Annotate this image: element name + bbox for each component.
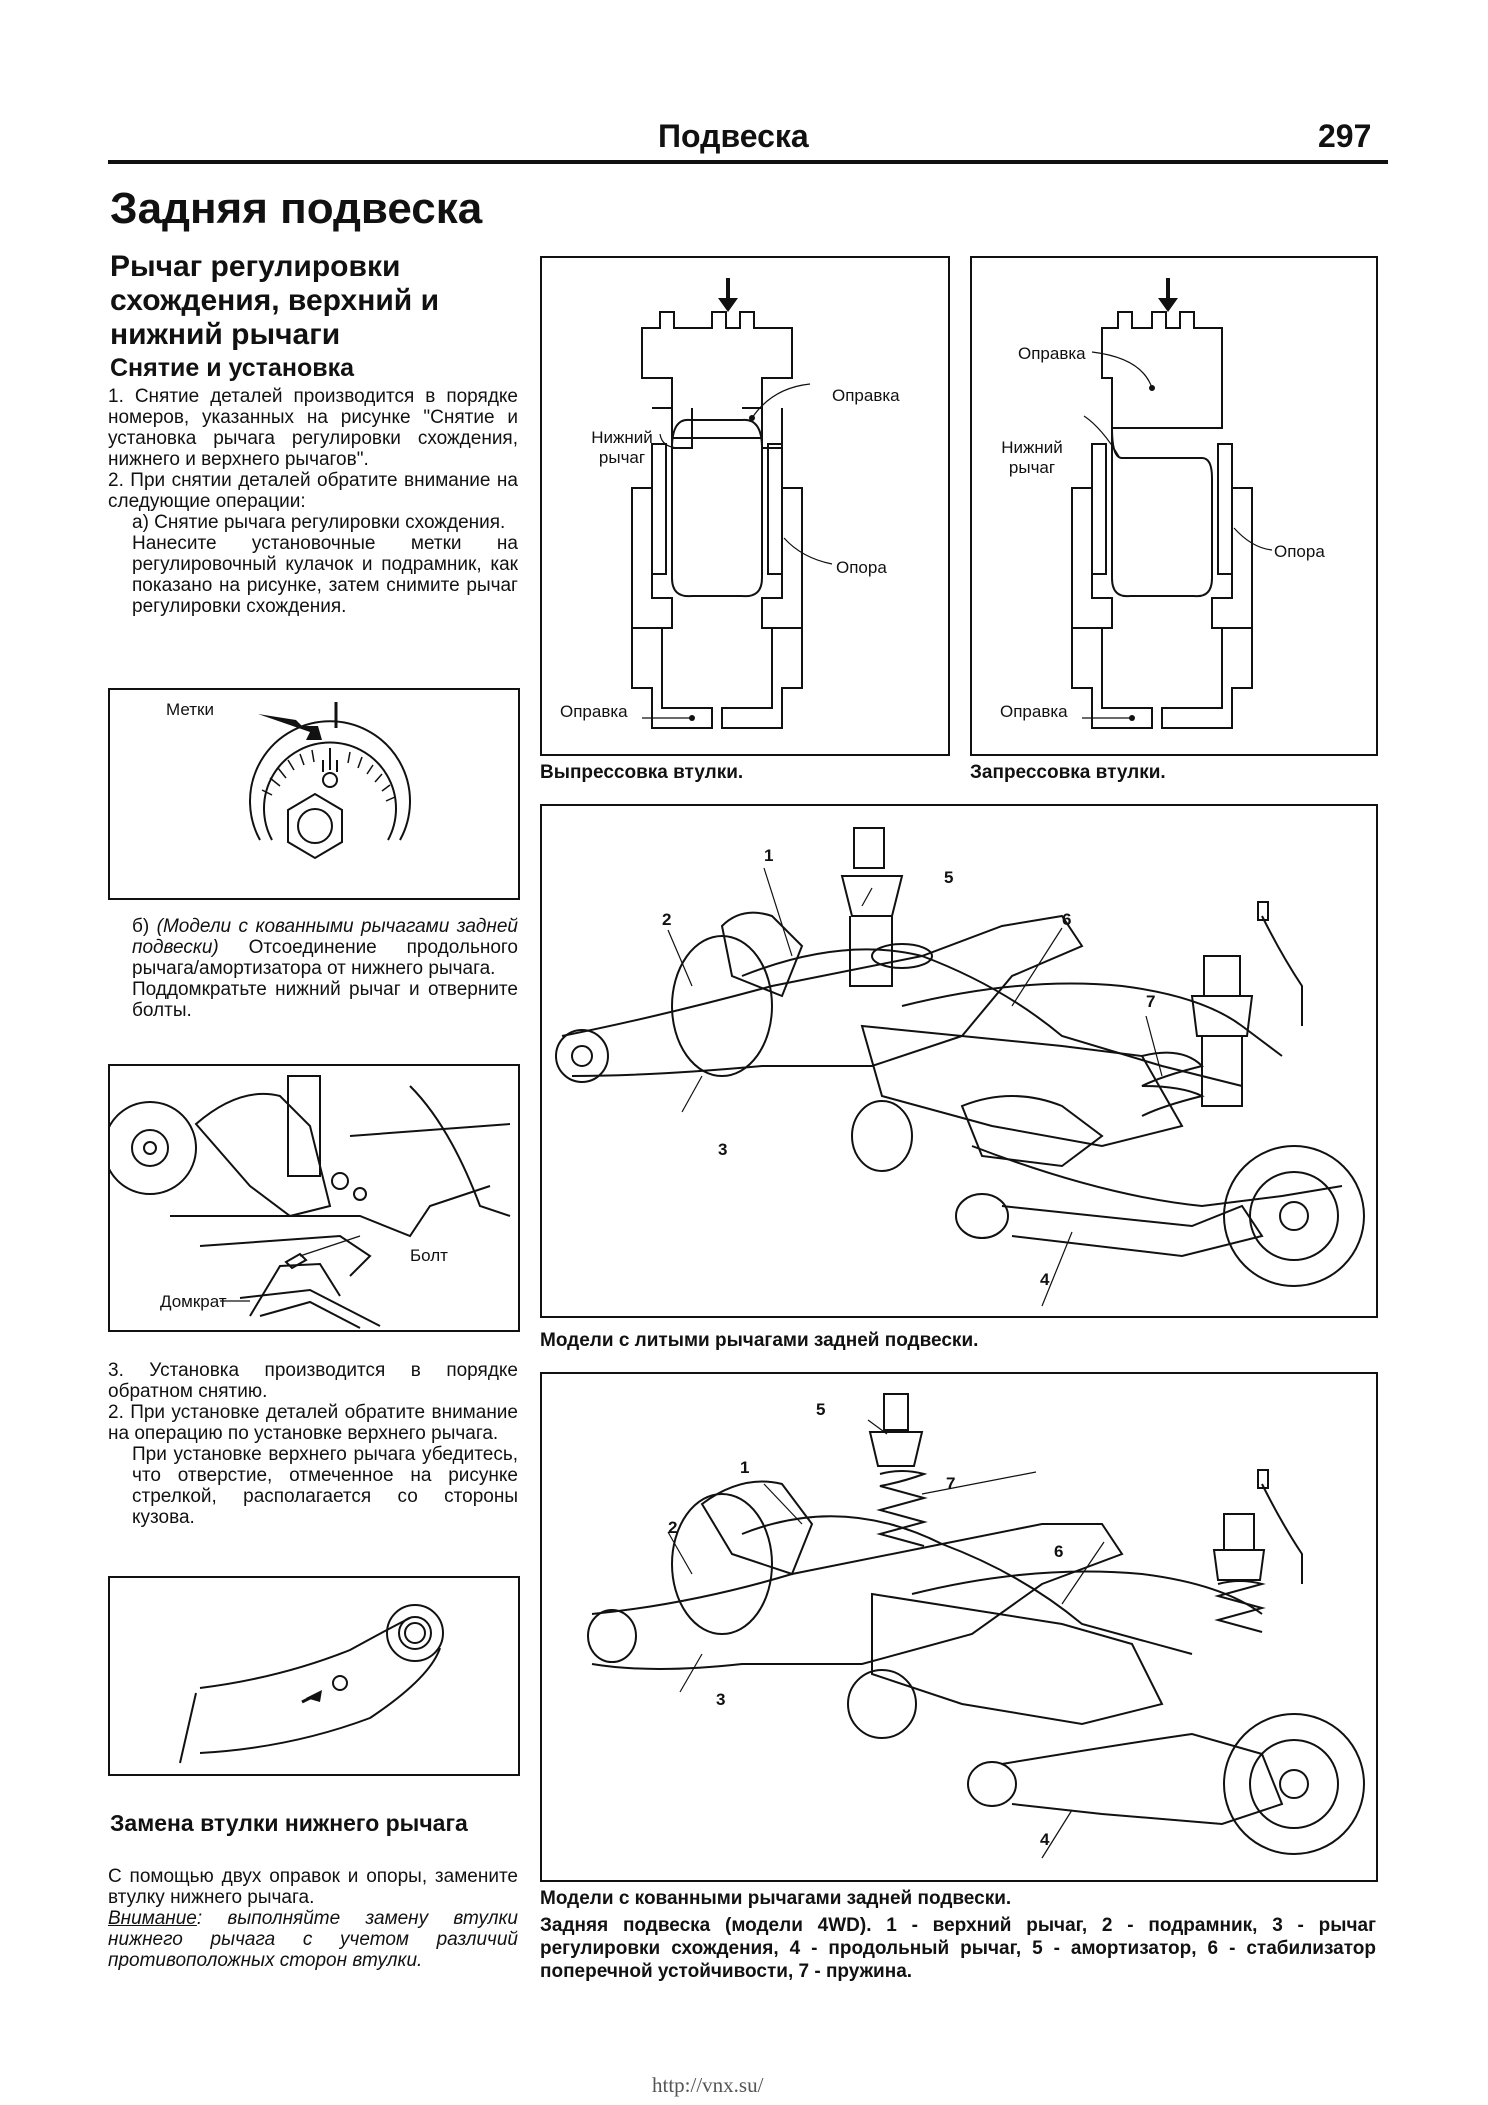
figure-press-in: Оправка Нижний рычаг Опора Оправка: [970, 256, 1378, 756]
section-title: Рычаг регулировки схождения, верхний и н…: [110, 250, 440, 351]
callout-3: 3: [716, 1690, 726, 1709]
callout-6: 6: [1054, 1542, 1064, 1561]
cast-suspension-drawing: [555, 827, 1365, 1307]
running-header-title: Подвеска: [658, 118, 809, 154]
figure-upper-arm: [108, 1576, 520, 1776]
paragraph: 1. Снятие деталей производится в порядке…: [108, 386, 518, 470]
note-text: : выполняйте замену втулки нижнего рычаг…: [108, 1908, 518, 1971]
paragraph: 2. При установке деталей обратите вниман…: [108, 1402, 518, 1444]
note-paragraph: Внимание: выполняйте замену втулки нижне…: [108, 1908, 518, 1971]
paragraph: 3. Установка производится в порядке обра…: [108, 1360, 518, 1402]
callout-1: 1: [740, 1458, 750, 1477]
page-number: 297: [1318, 118, 1372, 154]
marks-label: Метки: [166, 700, 214, 719]
callout-2: 2: [662, 910, 672, 929]
caption-cast: Модели с литыми рычагами задней подвески…: [540, 1330, 979, 1351]
callout-4: 4: [1040, 1830, 1050, 1849]
callout-2: 2: [668, 1518, 678, 1537]
paragraph: Нанесите установочные метки на регулиров…: [132, 533, 518, 617]
press-in-drawing: [1071, 278, 1273, 729]
subsection-title: Снятие и установка: [110, 354, 355, 382]
paragraph: б) (Модели с кованными рычагами задней п…: [108, 916, 518, 979]
callout-5: 5: [944, 868, 954, 887]
lower-lever-label: Нижний рычаг: [591, 428, 653, 467]
figure-press-out: Оправка Нижний рычаг Опора Оправка: [540, 256, 950, 756]
callout-5: 5: [816, 1400, 826, 1419]
mandrel-top-label: Оправка: [832, 386, 900, 405]
mandrel-bottom-label: Оправка: [560, 702, 628, 721]
caption-press-out: Выпрессовка втулки.: [540, 762, 744, 783]
adjust-cam-drawing: [249, 702, 411, 860]
figure-forged-arm-suspension: 1 2 3 4 5 6 7: [540, 1372, 1378, 1882]
support-label: Опора: [836, 558, 887, 577]
callout-7: 7: [1146, 992, 1156, 1011]
callout-4: 4: [1040, 1270, 1050, 1289]
callout-7: 7: [946, 1474, 956, 1493]
jack-drawing: [103, 1075, 511, 1329]
instructions-block-3: 3. Установка производится в порядке обра…: [108, 1360, 518, 1528]
upper-arm-drawing: [179, 1604, 444, 1764]
caption-press-in: Запрессовка втулки.: [970, 762, 1166, 783]
mandrel-top-label: Оправка: [1018, 344, 1086, 363]
section2-title: Замена втулки нижнего рычага: [110, 1810, 468, 1836]
support-label: Опора: [1274, 542, 1325, 561]
header-rule: [108, 160, 1388, 164]
paragraph: При установке верхнего рычага убедитесь,…: [132, 1444, 518, 1528]
chapter-title: Задняя подвеска: [110, 184, 483, 233]
caption-forged: Модели с кованными рычагами задней подве…: [540, 1888, 1012, 1909]
instructions-block-1: 1. Снятие деталей производится в порядке…: [108, 386, 518, 617]
footer-url: http://vnx.su/: [652, 2073, 764, 2097]
paragraph: С помощью двух оправок и опоры, замените…: [108, 1866, 518, 1908]
paragraph: 2. При снятии деталей обратите внимание …: [108, 470, 518, 512]
forged-suspension-drawing: [587, 1393, 1365, 1859]
paragraph: Поддомкратьте нижний рычаг и отверните б…: [132, 979, 518, 1021]
jack-label: Домкрат: [160, 1292, 227, 1311]
lower-lever-label: Нижний рычаг: [1001, 438, 1063, 477]
paragraph: а) Снятие рычага регулировки схождения.: [132, 512, 506, 533]
paragraph-rest: Отсоединение продольного рычага/амортиза…: [132, 937, 518, 979]
figure-legend: Задняя подвеска (модели 4WD). 1 - верхни…: [540, 1915, 1376, 1982]
figure-jack-lever: Болт Домкрат: [103, 1064, 520, 1332]
instructions-block-4: С помощью двух оправок и опоры, замените…: [108, 1866, 518, 1971]
instructions-block-2: б) (Модели с кованными рычагами задней п…: [108, 916, 518, 1021]
bolt-label: Болт: [410, 1246, 448, 1265]
paragraph-italic: (Модели с кованными рычагами задней подв…: [132, 916, 518, 958]
figure-cast-arm-suspension: 1 2 3 4 5 6 7: [540, 804, 1378, 1318]
figure-adjust-marks: Метки: [108, 688, 520, 900]
callout-3: 3: [718, 1140, 728, 1159]
callout-1: 1: [764, 846, 774, 865]
paragraph-prefix: б): [132, 916, 157, 937]
callout-6: 6: [1062, 910, 1072, 929]
press-out-drawing: [631, 278, 833, 729]
note-label: Внимание: [108, 1908, 197, 1929]
mandrel-bottom-label: Оправка: [1000, 702, 1068, 721]
